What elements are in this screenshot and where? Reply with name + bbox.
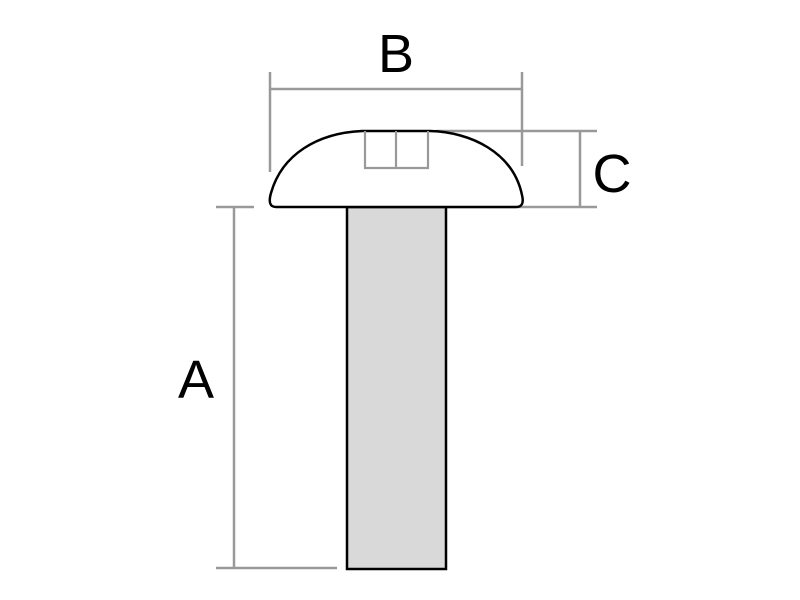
- dimension-c: C: [436, 129, 632, 209]
- dimension-a-label: A: [178, 350, 214, 410]
- screw-shank: [345, 205, 448, 571]
- screw-slot: [363, 131, 430, 170]
- dimension-c-label: C: [593, 144, 632, 204]
- dimension-a: A: [178, 205, 337, 570]
- dimension-b-label: B: [378, 24, 414, 84]
- dimension-b: B: [268, 24, 524, 172]
